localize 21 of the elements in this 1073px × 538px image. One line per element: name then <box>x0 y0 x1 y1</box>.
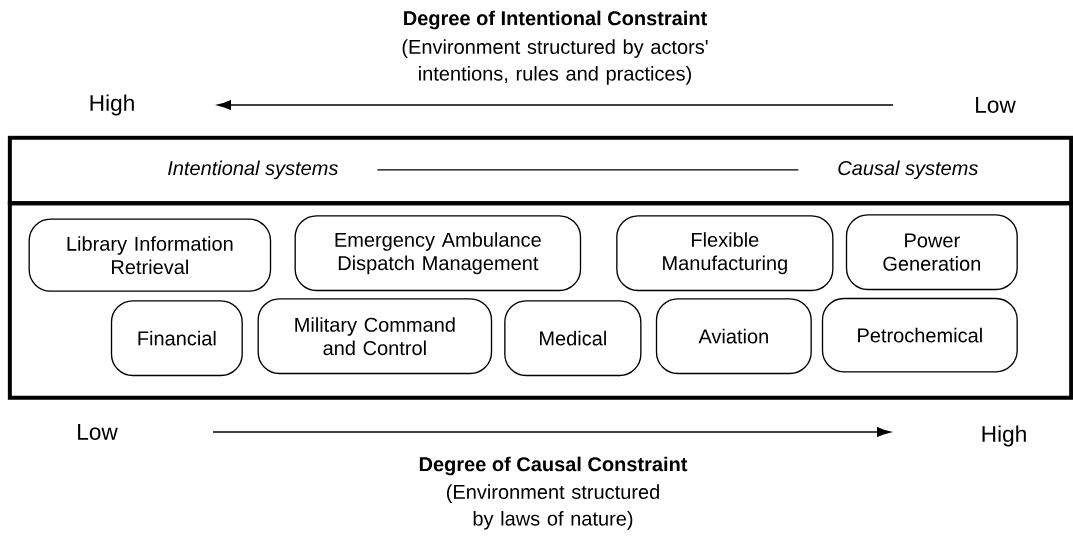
domain-box: Power Generation <box>845 214 1018 291</box>
axis-end-label: Low <box>976 97 1016 113</box>
axis-subtitle: (Environment structured by actors' intentions, rules and practices) <box>402 39 708 85</box>
domain-box: Medical <box>504 300 642 377</box>
domain-box: Aviation <box>655 298 812 375</box>
axis-title: Degree of Causal Constraint <box>419 456 688 476</box>
axis-end-label: High <box>90 94 134 116</box>
band-label: Intentional systems <box>168 160 338 180</box>
frame-band <box>7 201 1073 400</box>
axis-subtitle: (Environment structured by laws of nature) <box>447 484 659 530</box>
axis-end-label: High <box>982 425 1026 447</box>
band-label: Causal systems <box>838 160 978 180</box>
domain-box: Emergency Ambulance Dispatch Management <box>294 215 582 292</box>
axis-end-label: Low <box>78 424 118 440</box>
domain-box: Petrochemical <box>821 297 1018 373</box>
domain-box: Military Command and Control <box>257 298 493 375</box>
domain-box: Financial <box>110 300 243 377</box>
domain-box: Library Information Retrieval <box>28 218 272 292</box>
domain-box: Flexible Manufacturing <box>616 215 834 292</box>
connector-line <box>376 169 799 171</box>
axis-title: Degree of Intentional Constraint <box>404 10 707 30</box>
